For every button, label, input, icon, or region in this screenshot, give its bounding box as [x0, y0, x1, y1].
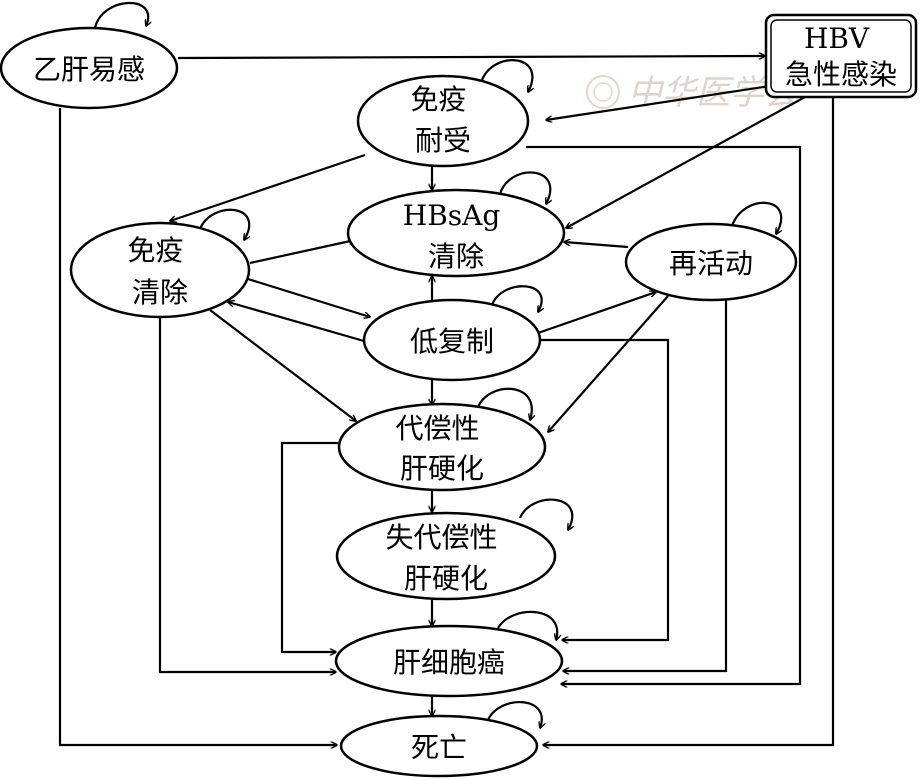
node-labels: 乙肝易感 HBV 急性感染 免疫 耐受 HBsAg 清除 免疫 清除 再活动 低…: [33, 22, 897, 764]
edge-clearance-comp: [209, 309, 356, 421]
edge-react-comp: [548, 295, 669, 432]
label-acute: HBV 急性感染: [785, 22, 897, 91]
label-hbsag: HBsAg 清除: [403, 199, 509, 273]
loop-tolerance: [480, 59, 532, 92]
edge-clearance-hbsag: [249, 240, 355, 265]
node-acute-inner-border: [770, 19, 912, 93]
node-comp-cirr: [337, 402, 547, 492]
label-susceptible: 乙肝易感: [33, 53, 145, 86]
node-low-rep: [362, 298, 542, 382]
label-comp-cirr: 代偿性 肝硬化: [396, 412, 489, 485]
state-nodes: [0, 13, 918, 778]
edge-susceptible-death: [58, 108, 337, 745]
edge-susceptible-acute: [177, 56, 765, 58]
edge-react-hcc: [563, 298, 728, 671]
edge-clearance-lowrep: [247, 277, 370, 317]
label-clearance: 免疫 清除: [128, 234, 193, 309]
loop-death: [487, 700, 542, 728]
edge-comp-hcc: [280, 441, 338, 652]
loop-clearance: [198, 208, 251, 240]
label-hcc: 肝细胞癌: [393, 646, 505, 679]
node-hcc: [334, 624, 564, 698]
loop-reactivation: [730, 201, 783, 234]
loop-low-rep: [490, 285, 542, 312]
label-tolerance: 免疫 耐受: [411, 83, 476, 157]
edge-lowrep-hcc: [540, 338, 670, 640]
node-tolerance: [356, 74, 530, 168]
node-clearance: [69, 221, 251, 319]
node-decomp-cirr: [335, 511, 557, 601]
loop-hcc: [497, 610, 557, 640]
edge-acute-death: [543, 97, 835, 745]
label-low-rep: 低复制: [410, 325, 494, 358]
edge-react-hbsag: [564, 242, 629, 249]
node-hbsag: [346, 188, 566, 278]
node-susceptible: [0, 26, 179, 110]
label-reactivation: 再活动: [669, 247, 753, 280]
edge-lowrep-clearance: [228, 302, 365, 343]
edge-acute-tolerance: [546, 84, 771, 120]
edge-tolerance-hcc: [526, 145, 802, 684]
loop-hbsag: [498, 171, 550, 204]
loop-comp-cirr: [476, 387, 532, 420]
edge-lowrep-react: [537, 292, 656, 335]
loop-decomp-cirr: [518, 498, 572, 530]
node-reactivation: [624, 222, 798, 302]
transition-edges: [58, 56, 835, 745]
label-death: 死亡: [411, 731, 467, 764]
self-loops: [93, 1, 783, 728]
node-death: [339, 714, 539, 778]
edge-clearance-hcc: [158, 317, 336, 672]
edge-tolerance-clearance: [170, 153, 366, 221]
edge-acute-hbsag: [566, 96, 806, 228]
label-decomp-cirr: 失代偿性 肝硬化: [386, 521, 507, 595]
node-acute: [764, 13, 918, 99]
loop-susceptible: [93, 1, 148, 29]
